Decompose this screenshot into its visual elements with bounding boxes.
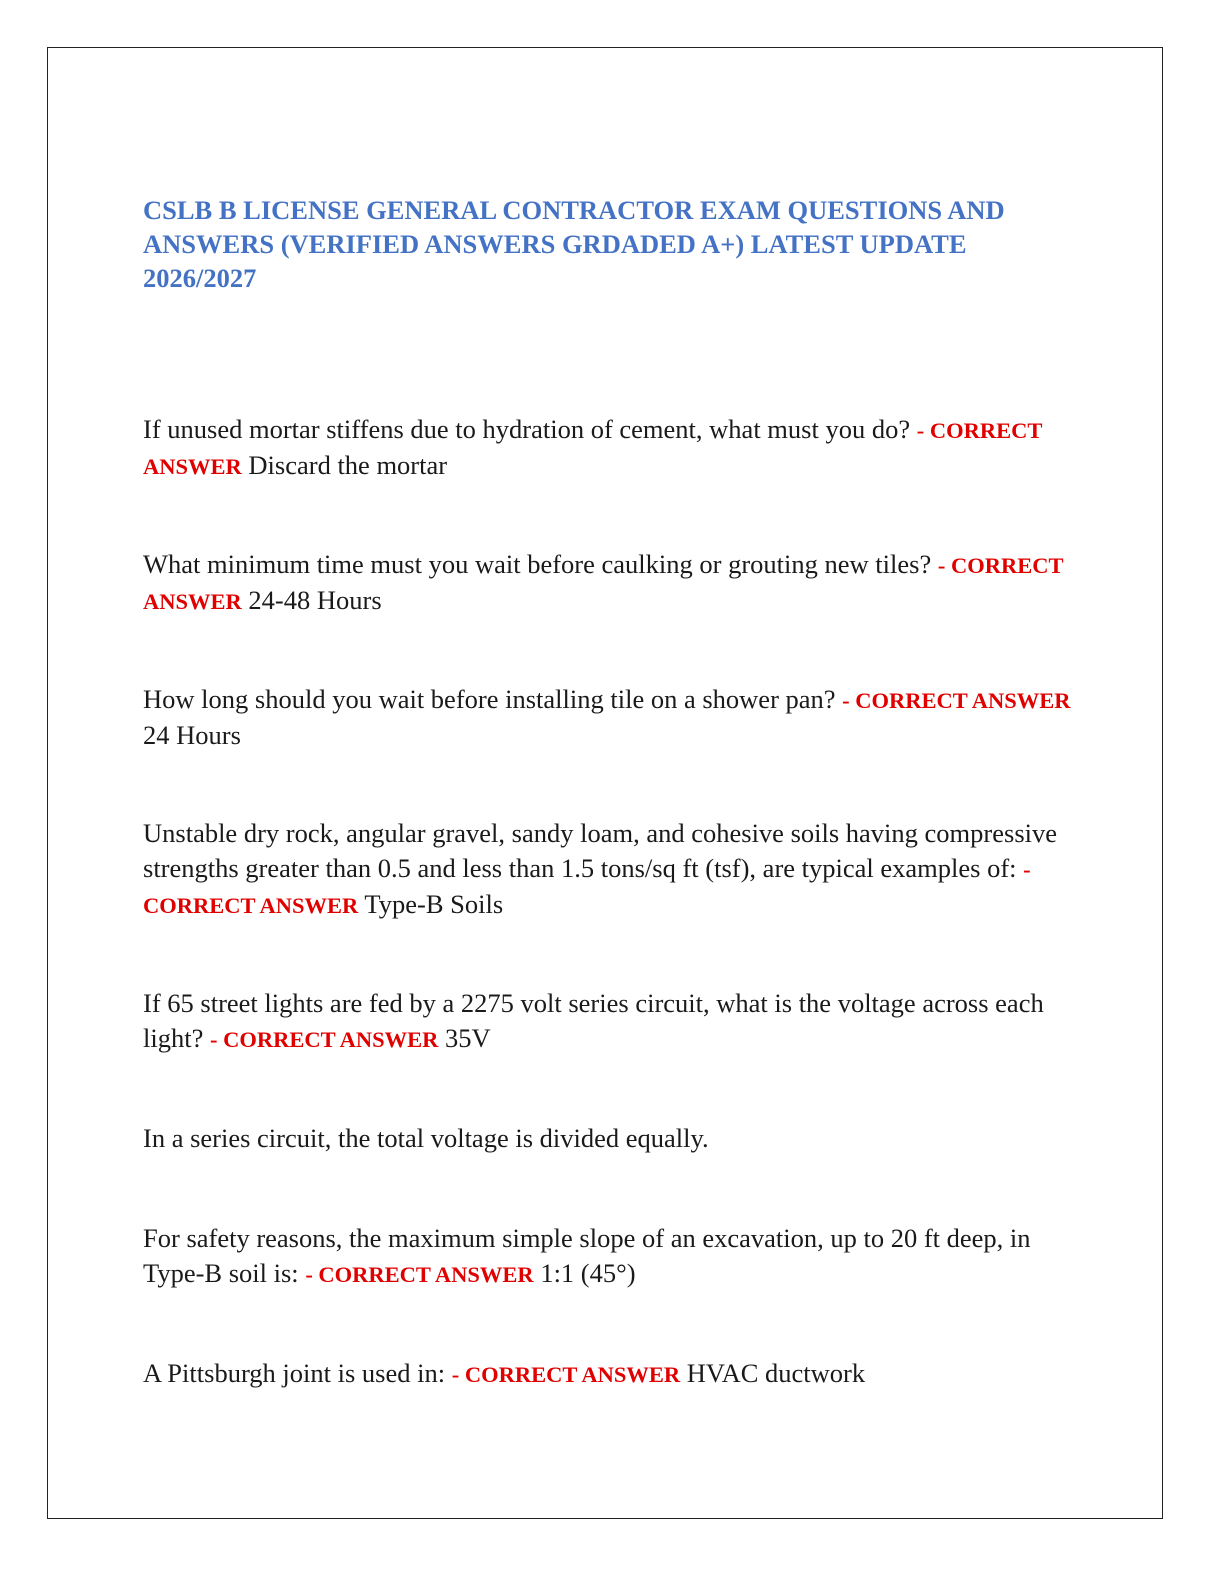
answer-text: 1:1 (45°) — [540, 1258, 636, 1288]
page-border — [47, 47, 1163, 1519]
answer-text: Type-B Soils — [364, 889, 504, 919]
qa-item: A Pittsburgh joint is used in: - CORRECT… — [143, 1356, 1073, 1392]
qa-item: If 65 street lights are fed by a 2275 vo… — [143, 986, 1073, 1057]
question-text: If unused mortar stiffens due to hydrati… — [143, 414, 911, 444]
explanation-note: In a series circuit, the total voltage i… — [143, 1123, 709, 1153]
correct-answer-marker: - CORRECT ANSWER — [209, 1027, 439, 1052]
answer-text: HVAC ductwork — [686, 1358, 866, 1388]
qa-item: For safety reasons, the maximum simple s… — [143, 1221, 1073, 1292]
question-text: What minimum time must you wait before c… — [143, 549, 932, 579]
answer-text: 24 Hours — [143, 720, 241, 750]
qa-item: If unused mortar stiffens due to hydrati… — [143, 412, 1073, 484]
qa-item: What minimum time must you wait before c… — [143, 547, 1073, 619]
correct-answer-marker: - CORRECT ANSWER — [842, 688, 1071, 713]
answer-text: Discard the mortar — [248, 450, 448, 480]
question-text: Unstable dry rock, angular gravel, sandy… — [143, 818, 1058, 883]
correct-answer-marker: - CORRECT ANSWER — [143, 857, 1031, 918]
correct-answer-marker: - CORRECT ANSWER — [305, 1262, 534, 1287]
question-text: A Pittsburgh joint is used in: — [143, 1358, 446, 1388]
correct-answer-marker: - CORRECT ANSWER — [143, 418, 1042, 479]
qa-item: How long should you wait before installi… — [143, 682, 1073, 753]
qa-item: Unstable dry rock, angular gravel, sandy… — [143, 816, 1073, 923]
question-text: For safety reasons, the maximum simple s… — [143, 1223, 1031, 1288]
correct-answer-marker: - CORRECT ANSWER — [143, 553, 1064, 614]
answer-text: 24-48 Hours — [248, 585, 382, 615]
document-title: CSLB B LICENSE GENERAL CONTRACTOR EXAM Q… — [143, 195, 1005, 293]
question-text: How long should you wait before installi… — [143, 684, 836, 714]
correct-answer-marker: - CORRECT ANSWER — [451, 1362, 681, 1387]
answer-text: 35V — [444, 1023, 491, 1053]
question-text: If 65 street lights are fed by a 2275 vo… — [143, 988, 1044, 1053]
